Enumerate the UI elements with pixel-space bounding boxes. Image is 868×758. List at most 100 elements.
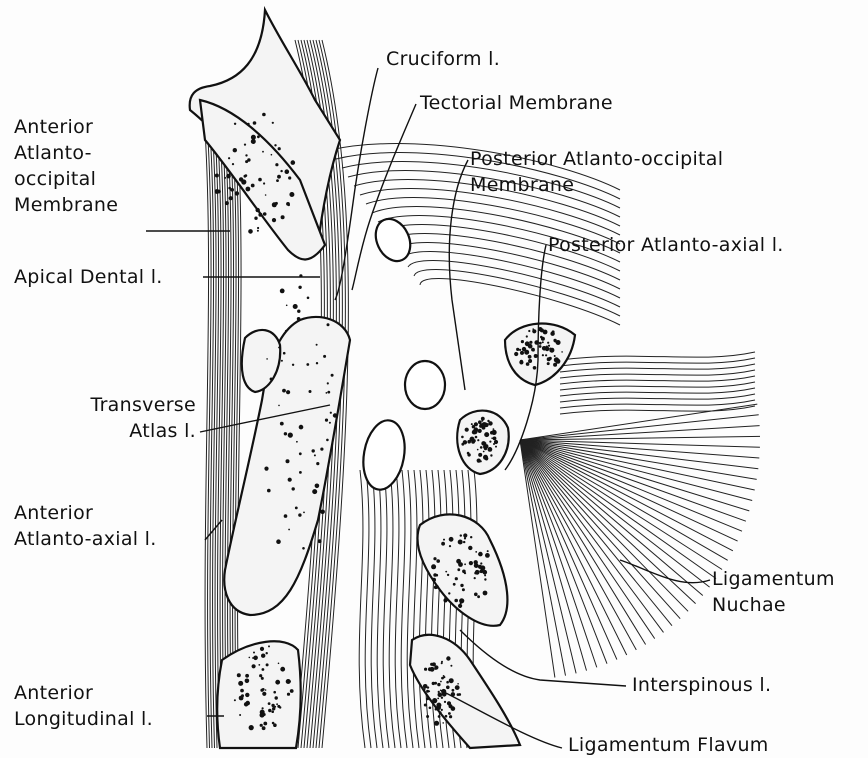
bone-speckle	[478, 429, 482, 433]
bone-speckle	[314, 454, 316, 456]
bone-speckle	[455, 685, 460, 690]
bone-speckle	[245, 154, 247, 156]
bone-speckle	[238, 681, 243, 686]
bone-speckle	[514, 352, 518, 356]
bone-speckle	[478, 420, 482, 424]
bone-speckle	[245, 160, 248, 163]
bone-speckle	[449, 704, 453, 708]
bone-speckle	[266, 652, 268, 654]
fiber-stroke	[425, 470, 431, 748]
bone-speckle	[275, 680, 280, 685]
bone-speckle	[524, 350, 529, 355]
fiber-stroke	[560, 406, 755, 414]
bone-speckle	[484, 574, 486, 576]
bone-speckle	[245, 693, 249, 697]
bone-speckle	[483, 455, 488, 460]
bone-speckle	[320, 448, 323, 451]
bone-speckle	[439, 711, 442, 714]
bone-speckle	[327, 391, 330, 394]
bone-speckle	[298, 286, 301, 289]
bone-speckle	[521, 340, 524, 343]
leader-interspinous	[460, 630, 626, 686]
bone-speckle	[450, 665, 452, 667]
bone-speckle	[228, 157, 230, 159]
bone-speckle	[446, 681, 449, 684]
bone-speckle	[215, 189, 220, 194]
bone-speckle	[278, 663, 280, 665]
bone-speckle	[266, 663, 269, 666]
bone-speckle	[440, 681, 442, 683]
label-line: Anterior	[14, 500, 157, 526]
bone-speckle	[299, 452, 302, 455]
bone-speckle	[483, 570, 488, 575]
bone-speckle	[459, 598, 464, 603]
bone-speckle	[280, 289, 285, 294]
bone-speckle	[550, 332, 554, 336]
bone-speckle	[276, 703, 278, 705]
bone-speckle	[432, 698, 437, 703]
fiber-stroke	[407, 470, 413, 748]
bone-speckle	[265, 194, 267, 196]
bone-speckle	[278, 405, 280, 407]
bone-speckle	[443, 598, 447, 602]
bone-speckle	[454, 599, 458, 603]
bone-speckle	[239, 714, 241, 716]
bone-speckle	[286, 459, 290, 463]
fiber-stroke	[520, 440, 728, 560]
bone-speckle	[260, 647, 264, 651]
bone-speckle	[251, 135, 256, 140]
bone-speckle	[275, 202, 278, 205]
bone-speckle	[284, 432, 287, 435]
bone-speckle	[547, 357, 551, 361]
bone-speckle	[460, 534, 462, 536]
bone-speckle	[281, 360, 283, 362]
bone-speckle	[296, 441, 298, 443]
bone-speckle	[542, 354, 544, 356]
bone-speckle	[467, 440, 471, 444]
bone-speckle	[547, 342, 549, 344]
bone-speckle	[281, 215, 285, 219]
fiber-stroke	[413, 470, 419, 748]
bone-speckle	[534, 354, 538, 358]
bone-speckle	[239, 177, 243, 181]
bone-speckle	[226, 174, 231, 179]
bone-speckle	[307, 297, 310, 300]
label-apical-dental-ligament: Apical Dental l.	[14, 264, 163, 290]
bone-speckle	[233, 148, 237, 152]
label-posterior-atlanto-axial-ligament: Posterior Atlanto-axial l.	[548, 232, 784, 258]
fiber-stroke	[520, 404, 757, 440]
fiber-stroke	[419, 470, 425, 748]
bone-speckle	[271, 710, 274, 713]
bone-speckle	[263, 722, 267, 726]
bone-speckle	[288, 478, 292, 482]
bone-speckle	[292, 364, 294, 366]
fiber-stroke	[401, 470, 407, 748]
bone-speckle	[272, 722, 275, 725]
bone-speckle	[452, 689, 455, 692]
bone-speckle	[474, 593, 478, 597]
bone-speckle	[312, 449, 315, 452]
bone-speckle	[263, 182, 265, 184]
bone-speckle	[438, 715, 441, 718]
bone-speckle	[443, 539, 445, 541]
bone-speckle	[493, 437, 497, 441]
bone-speckle	[260, 713, 265, 718]
bone-speckle	[262, 151, 264, 153]
bone-speckle	[464, 537, 466, 539]
fiber-stroke	[520, 440, 722, 570]
bone-speckle	[285, 169, 290, 174]
fiber-stroke	[560, 382, 755, 390]
fiber-stroke	[371, 470, 377, 748]
label-ligamentum-nuchae: Ligamentum Nuchae	[712, 566, 835, 618]
fiber-stroke	[377, 470, 383, 748]
bone-speckle	[282, 389, 286, 393]
label-transverse-atlas-ligament: Transverse Atlas l.	[48, 392, 196, 444]
fiber-stroke	[359, 470, 365, 748]
bone-speckle	[253, 656, 258, 661]
bone-speckle	[464, 563, 466, 565]
label-line: Ligamentum	[712, 566, 835, 592]
bone-speckle	[297, 310, 300, 313]
fiber-stroke	[560, 364, 755, 372]
fiber-stroke	[520, 440, 680, 619]
bone-speckle	[283, 352, 286, 355]
